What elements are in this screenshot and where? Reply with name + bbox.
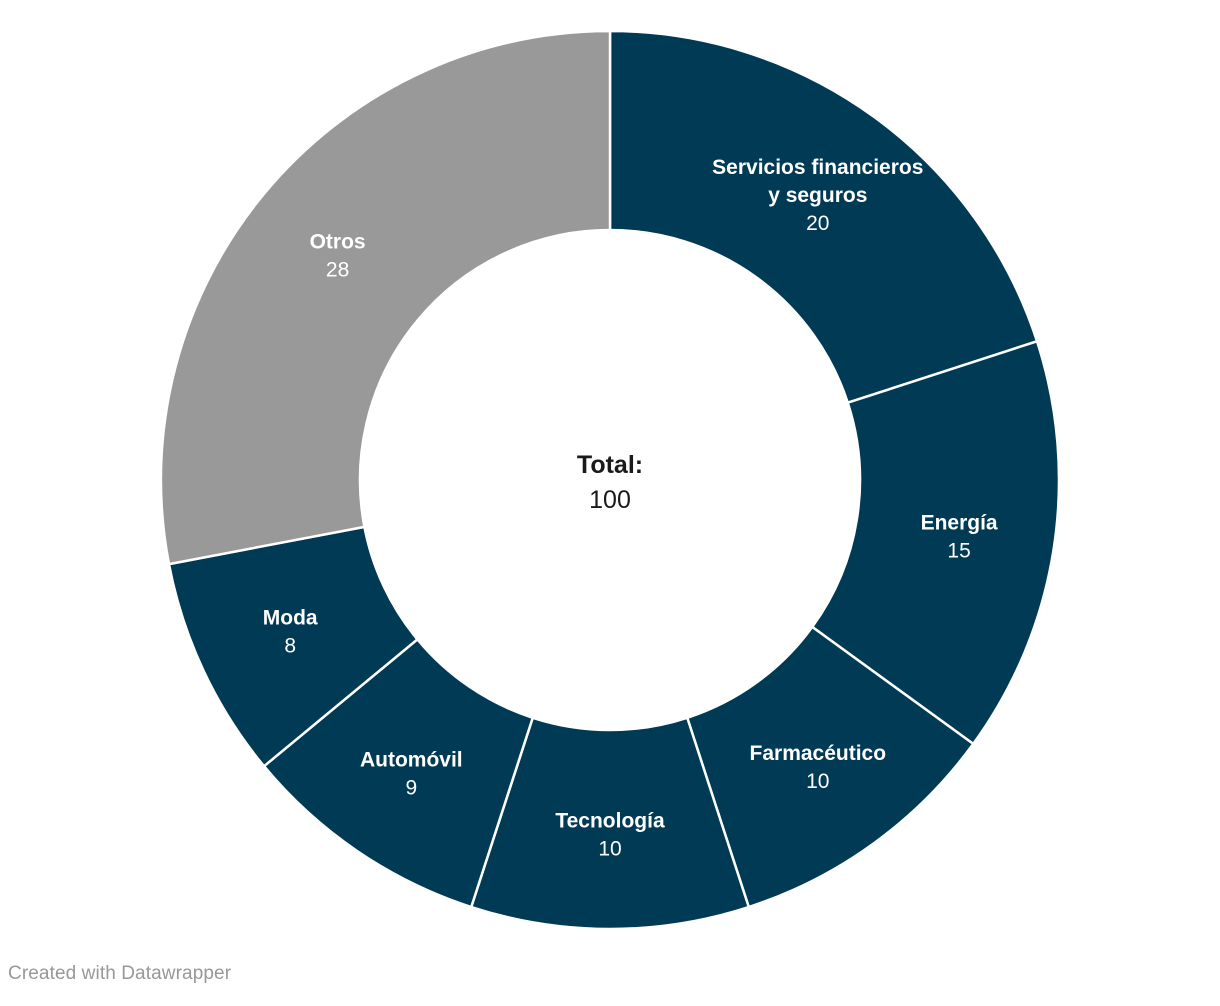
- donut-slice-label: Otros 28: [310, 231, 366, 282]
- datawrapper-credit: Created with Datawrapper: [8, 963, 232, 984]
- slice-label-value: 20: [806, 212, 829, 235]
- center-total-label: Total:: [577, 451, 643, 479]
- donut-slice[interactable]: [608, 29, 1039, 404]
- donut-slice-label: Automóvil 9: [360, 748, 463, 799]
- slice-label-name: Otros: [310, 231, 366, 254]
- slice-label-name: Tecnología: [555, 810, 665, 833]
- donut-slice-label: Farmacéutico 10: [750, 742, 887, 793]
- slice-label-value: 9: [405, 776, 417, 799]
- slice-label-name: Automóvil: [360, 748, 463, 771]
- slice-label-name: Farmacéutico: [750, 742, 887, 765]
- donut-center-total: Total: 100: [577, 451, 643, 514]
- slice-label-name: Servicios financieros: [712, 156, 923, 179]
- donut-slice-label: Tecnología 10: [555, 810, 665, 861]
- slice-label-value: 28: [326, 259, 349, 282]
- donut-slice[interactable]: [811, 340, 1061, 746]
- slice-label-value: 8: [284, 635, 296, 658]
- center-total-value: 100: [589, 486, 631, 514]
- donut-slice-label: Energía 15: [921, 511, 998, 562]
- slice-label-value: 10: [806, 770, 829, 793]
- donut-slice[interactable]: [159, 29, 612, 566]
- slice-label-value: 10: [598, 838, 621, 861]
- donut-slice-label: Servicios financieros y seguros 20: [712, 156, 923, 235]
- slice-label-name: Moda: [263, 607, 318, 630]
- slice-label-name: Energía: [921, 511, 998, 534]
- donut-slice-label: Moda 8: [263, 607, 318, 658]
- slice-label-value: 15: [947, 539, 970, 562]
- slice-label-name: y seguros: [768, 184, 867, 207]
- donut-slices-group: [159, 29, 1061, 931]
